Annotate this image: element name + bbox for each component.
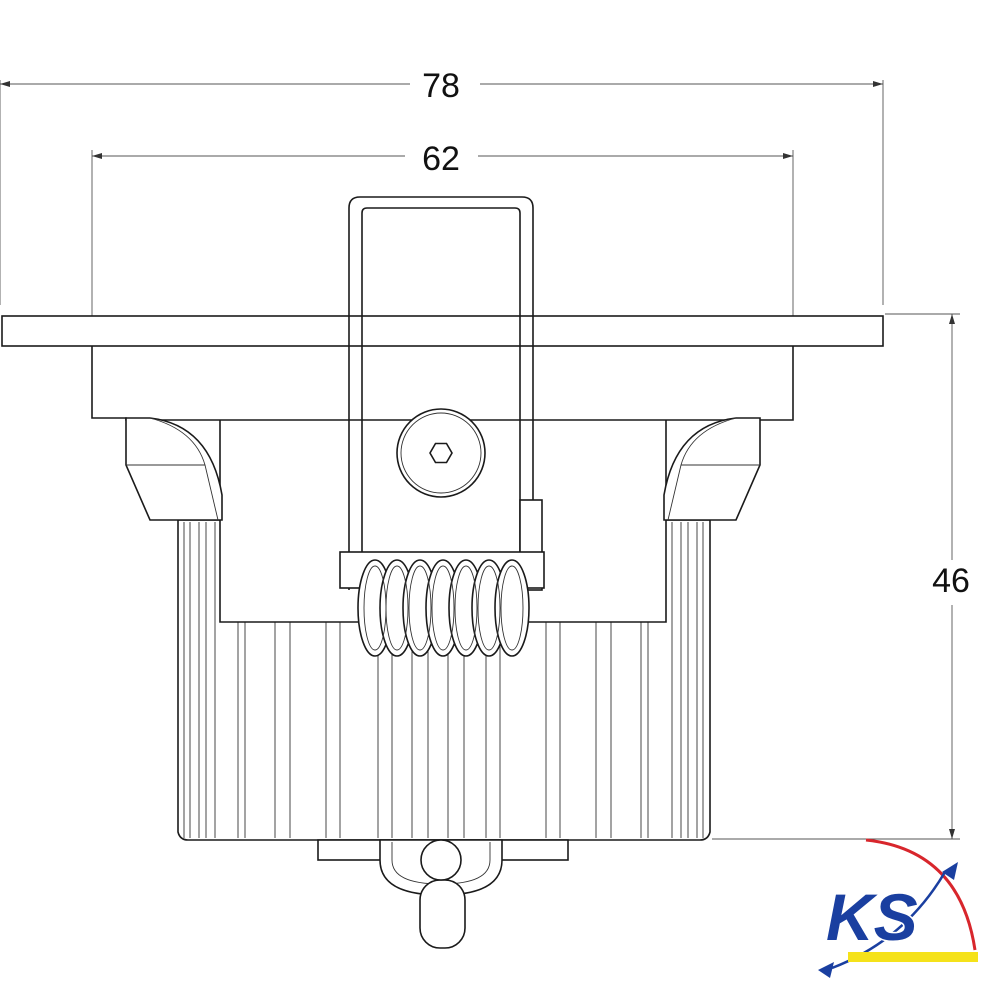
hex-screw	[396, 408, 486, 498]
dimension-body-width: 62	[91, 140, 794, 345]
dimension-overall-width: 78	[0, 67, 884, 305]
left-bracket	[125, 417, 223, 521]
logo-text: KS	[826, 880, 918, 954]
dimension-label-78: 78	[422, 67, 460, 105]
coil-spring	[357, 559, 530, 657]
trim-flange	[1, 315, 884, 347]
right-bracket	[663, 417, 761, 521]
logo-blue-triangle-top	[942, 862, 958, 880]
logo-red-arc	[865, 838, 977, 951]
dimension-label-46: 46	[932, 562, 970, 600]
downlight-drawing	[1, 196, 884, 949]
logo-blue-triangle-bottom	[818, 962, 834, 978]
dimension-label-62: 62	[422, 140, 460, 178]
ks-logo: KS	[818, 838, 978, 978]
dimension-height: 46	[712, 313, 970, 840]
bottom-mount	[317, 839, 569, 949]
logo-yellow-bar	[848, 952, 978, 962]
